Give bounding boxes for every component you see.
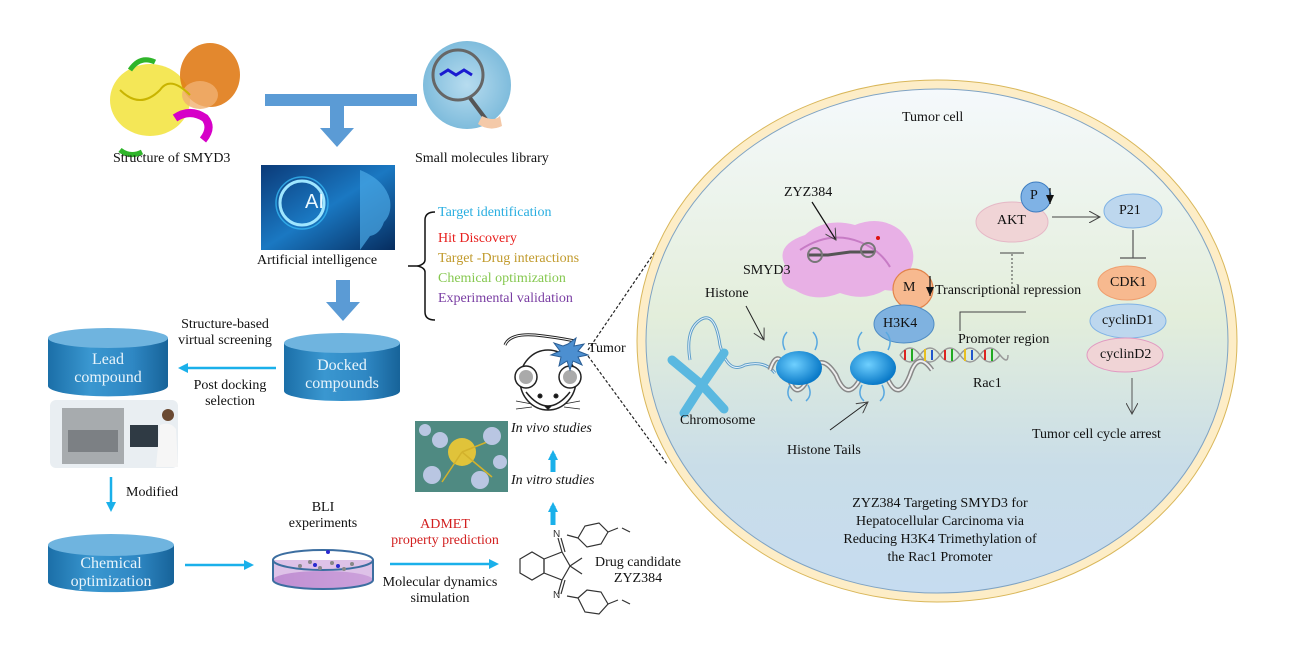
chem-opt-cylinder-line-1: Chemical [80,555,142,572]
akt-node [975,201,1049,243]
screening-label-line-1: Structure-based [181,317,269,332]
task-bracket [415,211,436,321]
histone-label: Histone [705,286,749,301]
md-label: Molecular dynamics simulation [370,575,510,607]
in-vitro-label: In vitro studies [511,473,595,488]
summary-line-4: the Rac1 Promoter [887,550,993,565]
protein-caption: Structure of SMYD3 [113,151,231,166]
small-molecule-library-icon [423,41,511,129]
admet-label: ADMET property prediction [375,517,515,549]
akt-label: AKT [997,213,1026,228]
screening-label: Structure-based virtual screening [170,317,280,349]
drug-label-line-1: Drug candidate [595,555,681,570]
md-label-line-1: Molecular dynamics [382,575,498,590]
promoter-region-label: Promoter region [958,332,1050,347]
bli-label-line-1: BLI [311,500,335,515]
chemical-optimization-cylinder [48,534,174,593]
p21-node [1103,193,1163,229]
histone-tails-pointer [829,402,868,431]
lead-compound-cylinder [48,328,168,397]
drug-label: Drug candidate ZYZ384 [588,555,688,587]
lead-cylinder-line-2: compound [74,369,142,387]
selection-label: Post docking selection [185,378,275,410]
modified-label: Modified [126,485,179,500]
chromosome-icon [667,316,777,418]
promoter-marker [959,311,1026,331]
zyz384-label: ZYZ384 [784,185,833,200]
ai-to-docked-arrow-icon [326,280,360,321]
admet-label-line-2: property prediction [391,533,499,549]
tumor-label: Tumor [588,341,626,356]
summary-line-1: ZYZ384 Targeting SMYD3 for [852,496,1028,511]
ai-task-list: Target identification Hit Discovery Targ… [438,203,579,309]
zoom-line-top [587,233,668,351]
chem-opt-cylinder-line-2: optimization [70,573,152,591]
cdk1-label: CDK1 [1110,275,1147,290]
lab-instrument-photo [50,400,178,468]
ai-image [261,165,395,250]
atom-n-top: N [553,529,561,540]
chromosome-label: Chromosome [680,413,756,428]
summary-line-2: Hepatocellular Carcinoma via [856,514,1024,529]
docked-cylinder-line-2: compounds [305,375,379,393]
cdk1-node [1097,265,1157,301]
zyz384-pointer [811,201,836,240]
atom-n-bottom: N [553,590,561,601]
ai-task-hit-discovery: Hit Discovery [438,231,517,246]
in-vivo-label: In vivo studies [511,421,592,436]
zoom-line-bottom [587,355,668,465]
cell-body [645,88,1229,594]
drug-label-line-2: ZYZ384 [613,571,663,587]
nucleosome-helix [767,331,935,402]
summary-text: ZYZ384 Targeting SMYD3 for Hepatocellula… [820,495,1060,567]
cell-cycle-arrest-label: Tumor cell cycle arrest [1032,427,1161,442]
md-label-line-2: simulation [410,591,470,607]
ai-image-text: AI [305,191,324,213]
transcriptional-repression-label: Transcriptional repression [935,283,1082,298]
phospho-label: P [1030,188,1038,203]
cyclind2-node [1086,337,1164,373]
p21-label: P21 [1119,203,1141,218]
selection-label-line-1: Post docking [193,378,267,393]
tumor-star-icon [549,336,590,372]
merge-arrow-icon [265,94,417,147]
bli-label-line-2: experiments [288,516,358,532]
cyclind1-label: cyclinD1 [1102,313,1154,328]
smyd3-protein-structure-icon [110,43,240,158]
mouse-icon [503,333,582,411]
docked-cylinder-label: Docked compounds [284,357,400,394]
docked-cylinder-line-1: Docked [317,357,367,374]
in-vitro-cell-photo [415,421,508,492]
selection-label-line-2: selection [205,394,255,410]
ai-caption: Artificial intelligence [257,253,378,268]
docked-compounds-cylinder [284,333,400,401]
smyd3-pocket-surface [781,221,914,298]
smyd3-label: SMYD3 [743,263,791,278]
cyclind2-label: cyclinD2 [1100,347,1152,362]
rac1-dna-icon [899,347,1009,363]
library-caption: Small molecules library [415,151,549,166]
summary-line-3: Reducing H3K4 Trimethylation of [843,532,1037,547]
bli-dish-icon [272,549,374,590]
ai-task-target-identification: Target identification [438,205,552,220]
bli-label: BLI experiments [268,500,378,532]
lead-cylinder-label: Lead compound [48,351,168,388]
ai-task-target-drug-interactions: Target -Drug interactions [438,251,580,266]
histone-pointer [745,305,764,340]
admet-label-line-1: ADMET [420,517,470,532]
rac1-label: Rac1 [973,376,1002,391]
ai-task-experimental-validation: Experimental validation [438,291,573,306]
chem-opt-cylinder-label: Chemical optimization [48,555,174,592]
zyz384-structure-icon [519,522,631,615]
h3k4-label: H3K4 [883,316,918,331]
histone-tails-label: Histone Tails [787,443,861,458]
screening-label-line-2: virtual screening [178,333,272,349]
h3k4-node [873,304,935,344]
cell-title: Tumor cell [902,110,964,125]
methyl-label: M [903,280,916,295]
lead-cylinder-line-1: Lead [92,351,124,368]
ai-task-chemical-optimization: Chemical optimization [438,271,566,286]
